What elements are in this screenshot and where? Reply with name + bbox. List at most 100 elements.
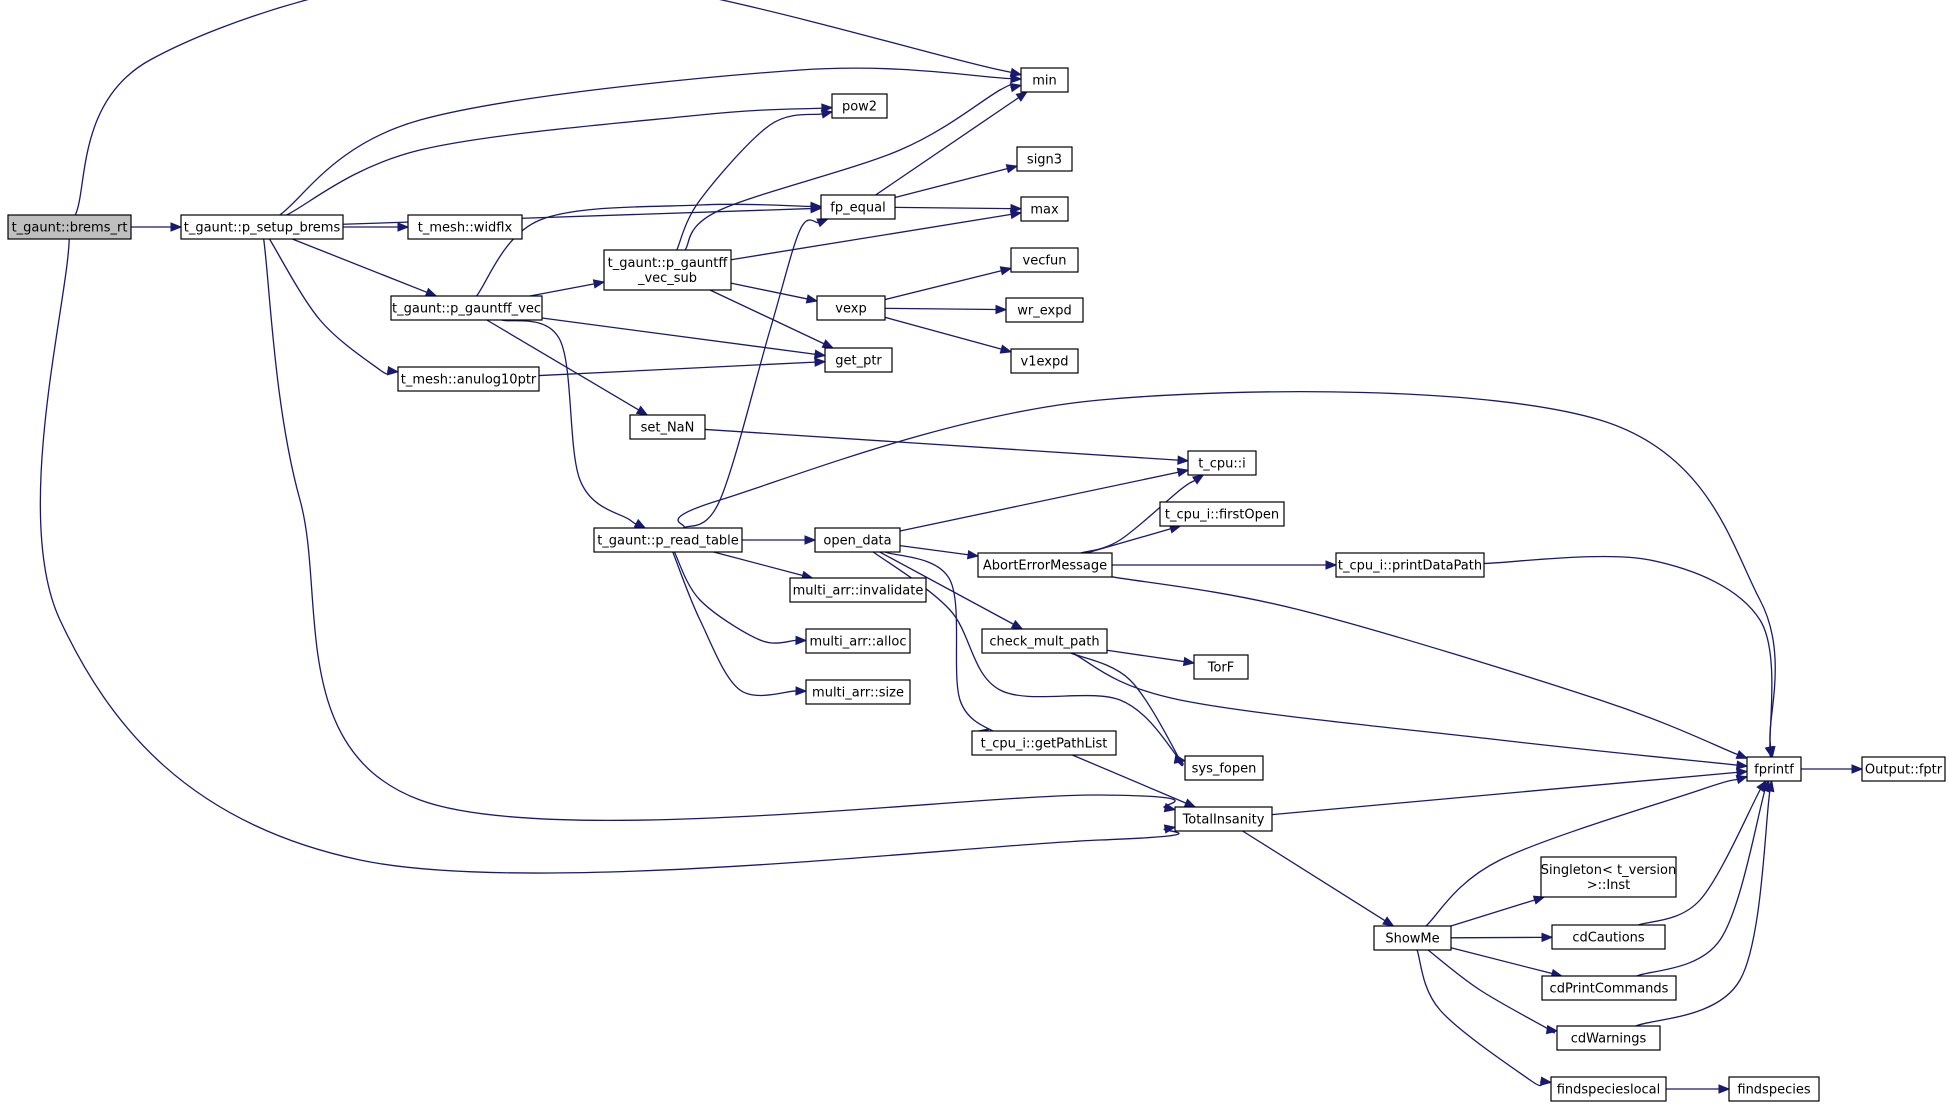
- node-box: [629, 414, 706, 440]
- node-vecfun[interactable]: vecfun: [1010, 247, 1079, 273]
- node-p-gauntff-vec-sub[interactable]: t_gaunt::p_gauntff_vec_sub: [603, 249, 732, 291]
- node-label: multi_arr::size: [812, 686, 904, 701]
- node-label: Output::fptr: [1865, 763, 1943, 778]
- node-label: _vec_sub: [637, 271, 697, 286]
- node-label: pow2: [842, 100, 877, 115]
- call-edge-check_mult_path-to-fprintf: [1071, 652, 1749, 770]
- node-alloc[interactable]: multi_arr::alloc: [805, 628, 911, 654]
- edge-arrowhead-icon: [995, 304, 1008, 315]
- call-edge-anulog10ptr-to-get_ptr: [538, 357, 827, 377]
- node-p-read-table[interactable]: t_gaunt::p_read_table: [593, 527, 743, 553]
- edge-arrowhead-icon: [795, 686, 808, 696]
- edge-arrowhead-icon: [1851, 764, 1864, 774]
- call-edge-fp_equal-to-max: [894, 203, 1023, 214]
- node-getpathlist[interactable]: t_cpu_i::getPathList: [971, 730, 1117, 756]
- node-printdatapath[interactable]: t_cpu_i::printDataPath: [1335, 552, 1485, 578]
- node-sys-fopen[interactable]: sys_fopen: [1184, 755, 1264, 781]
- node-cdcautions[interactable]: cdCautions: [1551, 924, 1666, 950]
- node-box: [981, 628, 1108, 654]
- call-edge-p_read_table-to-alloc: [673, 551, 808, 646]
- edge-arrowhead-icon: [816, 218, 829, 228]
- call-edge-p_setup_brems-to-TotalInsanity: [263, 238, 1177, 821]
- edge-line: [677, 391, 1776, 754]
- node-box: [1010, 348, 1079, 374]
- edge-arrowhead-icon: [1540, 1076, 1553, 1086]
- node-totalinsanity[interactable]: TotalInsanity: [1174, 806, 1273, 832]
- node-label: t_cpu_i::getPathList: [981, 737, 1108, 752]
- node-open-data[interactable]: open_data: [814, 527, 901, 553]
- node-label: t_mesh::widflx: [418, 221, 513, 236]
- node-t-cpu-i[interactable]: t_cpu::i: [1187, 450, 1257, 476]
- call-edge-ShowMe-to-findspecieslocal: [1416, 949, 1553, 1087]
- node-widflx[interactable]: t_mesh::widflx: [407, 214, 523, 240]
- node-aborterrormessage[interactable]: AbortErrorMessage: [977, 552, 1113, 578]
- edge-line: [292, 238, 428, 293]
- edge-arrowhead-icon: [1176, 467, 1190, 477]
- edge-arrowhead-icon: [1736, 767, 1749, 778]
- node-anulog10ptr[interactable]: t_mesh::anulog10ptr: [397, 366, 540, 392]
- node-cdwarnings[interactable]: cdWarnings: [1556, 1025, 1661, 1051]
- edge-line: [673, 551, 797, 644]
- node-brems-rt[interactable]: t_gaunt::brems_rt: [7, 214, 132, 240]
- call-edge-printDataPath-to-fprintf: [1483, 555, 1774, 760]
- node-box: [1861, 756, 1946, 782]
- node-sign3[interactable]: sign3: [1016, 146, 1073, 172]
- node-invalidate[interactable]: multi_arr::invalidate: [789, 577, 927, 603]
- node-findspecieslocal[interactable]: findspecieslocal: [1550, 1076, 1667, 1102]
- node-findspecies[interactable]: findspecies: [1728, 1076, 1820, 1102]
- call-edge-AbortErrorMessage-to-fprintf: [1111, 576, 1749, 759]
- edge-line: [884, 270, 1002, 301]
- node-box: [831, 93, 888, 119]
- node-cdprintcommands[interactable]: cdPrintCommands: [1541, 975, 1677, 1001]
- call-edge-p_read_table-to-size: [672, 551, 808, 697]
- call-edge-ShowMe-to-cdCautions: [1450, 932, 1554, 943]
- node-max[interactable]: max: [1020, 196, 1069, 222]
- node-set-nan[interactable]: set_NaN: [629, 414, 706, 440]
- node-fp-equal[interactable]: fp_equal: [820, 194, 896, 220]
- node-check-mult-path[interactable]: check_mult_path: [981, 628, 1108, 654]
- node-box: [816, 295, 886, 321]
- node-min[interactable]: min: [1020, 67, 1069, 93]
- edge-line: [884, 316, 1002, 350]
- call-edge-vexp-to-v1expd: [884, 316, 1013, 354]
- node-label: sign3: [1027, 153, 1062, 168]
- edge-arrowhead-icon: [810, 201, 823, 212]
- node-label: t_gaunt::p_setup_brems: [184, 221, 341, 236]
- node-box: [824, 347, 893, 373]
- node-label: multi_arr::invalidate: [793, 584, 924, 599]
- node-label: set_NaN: [641, 421, 695, 436]
- node-size[interactable]: multi_arr::size: [805, 679, 911, 705]
- call-edge-open_data-to-t_cpu_i: [899, 467, 1190, 532]
- call-edge-check_mult_path-to-TorF: [1106, 649, 1196, 667]
- node-p-setup-brems[interactable]: t_gaunt::p_setup_brems: [180, 214, 344, 240]
- node-fprintf[interactable]: fprintf: [1746, 756, 1802, 782]
- edge-arrowhead-icon: [999, 344, 1013, 354]
- node-firstopen[interactable]: t_cpu_i::firstOpen: [1159, 501, 1285, 527]
- edge-line: [263, 238, 1176, 821]
- node-p-gauntff-vec[interactable]: t_gaunt::p_gauntff_vec: [390, 295, 543, 321]
- node-singleton-inst[interactable]: Singleton< t_version>::Inst: [1540, 856, 1677, 898]
- edge-arrowhead-icon: [1010, 73, 1023, 84]
- node-label: ShowMe: [1385, 932, 1439, 947]
- edge-arrowhead-icon: [424, 287, 438, 297]
- node-wr-expd[interactable]: wr_expd: [1005, 297, 1084, 323]
- call-edge-ShowMe-to-cdWarnings: [1427, 949, 1559, 1035]
- edge-arrowhead-icon: [804, 535, 817, 545]
- edge-arrowhead-icon: [1765, 779, 1775, 793]
- node-label: sys_fopen: [1192, 762, 1257, 777]
- node-showme[interactable]: ShowMe: [1373, 925, 1452, 951]
- node-output-fptr[interactable]: Output::fptr: [1861, 756, 1946, 782]
- edge-arrowhead-icon: [592, 279, 606, 289]
- edge-line: [268, 238, 389, 375]
- node-pow2[interactable]: pow2: [831, 93, 888, 119]
- node-get-ptr[interactable]: get_ptr: [824, 347, 893, 373]
- node-torf[interactable]: TorF: [1193, 654, 1249, 680]
- node-v1expd[interactable]: v1expd: [1010, 348, 1079, 374]
- node-label: t_gaunt::p_gauntff_vec: [392, 302, 541, 317]
- call-edge-ShowMe-to-fprintf: [1425, 774, 1749, 927]
- edge-line: [899, 471, 1179, 532]
- node-label: cdWarnings: [1571, 1032, 1647, 1047]
- call-edge-TotalInsanity-to-fprintf: [1271, 767, 1749, 816]
- node-vexp[interactable]: vexp: [816, 295, 886, 321]
